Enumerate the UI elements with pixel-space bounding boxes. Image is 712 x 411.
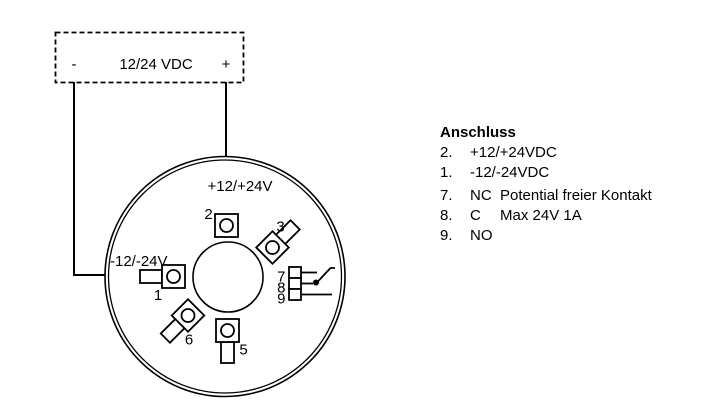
relay-contact-block xyxy=(288,266,335,301)
legend-row-label: C xyxy=(470,207,481,224)
terminal-6 xyxy=(159,297,206,344)
terminal-8-number: 8 xyxy=(277,280,285,297)
legend-row-label: NO xyxy=(470,227,493,244)
power-plus-label: + xyxy=(222,56,231,73)
center-hole xyxy=(192,241,264,313)
terminal-9-body xyxy=(288,288,302,301)
legend-title: Anschluss xyxy=(440,124,516,141)
terminal-1-number: 1 xyxy=(154,287,162,304)
legend-row-9: 9. NO xyxy=(440,226,652,246)
power-supply-outline xyxy=(54,31,245,84)
legend-row-number: 9. xyxy=(440,227,453,244)
legend-row-number: 1. xyxy=(440,164,453,181)
terminal-3-screw xyxy=(265,240,280,255)
device-negative-label: -12/-24V xyxy=(110,253,168,270)
terminal-2-number: 2 xyxy=(204,206,212,223)
terminal-9-number: 9 xyxy=(277,291,285,308)
legend-row-label: +12/+24VDC xyxy=(470,144,557,161)
legend-row-8: 8. C Max 24V 1A xyxy=(440,206,652,226)
terminal-2 xyxy=(214,213,239,238)
legend-row-number: 7. xyxy=(440,187,453,204)
terminal-7-number: 7 xyxy=(277,269,285,286)
power-supply-box: - 12/24 VDC + xyxy=(54,31,245,84)
legend-row-desc: Potential freier Kontakt xyxy=(500,187,652,204)
terminal-5 xyxy=(215,318,240,364)
legend-row-2: 2. +12/+24VDC xyxy=(440,143,652,163)
switch-pivot-dot xyxy=(313,279,319,286)
device-positive-label: +12/+24V xyxy=(207,178,272,195)
terminal-1-screw xyxy=(166,269,181,284)
terminal-6-screw xyxy=(180,308,196,323)
terminal-1-tab xyxy=(139,269,163,284)
terminal-5-screw xyxy=(220,323,235,338)
power-minus-label: - xyxy=(72,56,77,73)
terminal-7-body xyxy=(288,266,302,279)
minus-wire xyxy=(73,82,106,276)
legend-row-label: -12/-24VDC xyxy=(470,164,550,181)
connection-legend: Anschluss 2. +12/+24VDC 1. -12/-24VDC 7.… xyxy=(440,123,652,246)
device-inner-ring xyxy=(107,159,343,394)
terminal-8-body xyxy=(288,277,302,290)
terminal-2-screw xyxy=(219,218,234,233)
switch-arm xyxy=(314,267,335,285)
power-voltage-label: 12/24 VDC xyxy=(119,56,193,73)
legend-row-label: NC xyxy=(470,187,492,204)
legend-row-number: 2. xyxy=(440,144,453,161)
legend-row-desc: Max 24V 1A xyxy=(500,207,582,224)
terminal-1 xyxy=(139,264,186,289)
terminal-5-tab xyxy=(220,341,235,364)
terminal-5-number: 5 xyxy=(239,342,247,359)
terminal-3 xyxy=(254,219,301,266)
legend-row-1: 1. -12/-24VDC xyxy=(440,163,652,183)
terminal-6-number: 6 xyxy=(185,332,193,349)
legend-row-7: 7. NC Potential freier Kontakt xyxy=(440,186,652,206)
legend-row-number: 8. xyxy=(440,207,453,224)
terminal-3-number: 3 xyxy=(276,219,284,236)
